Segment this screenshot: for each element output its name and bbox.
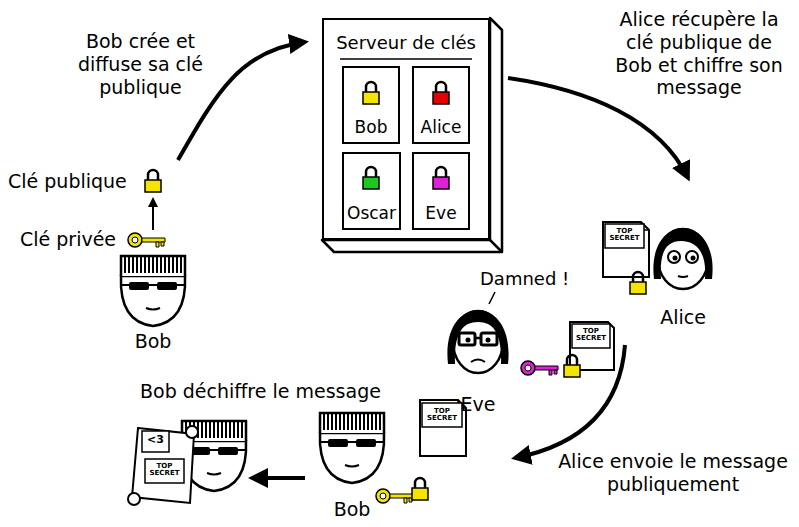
key-slot: Alice: [412, 66, 470, 144]
server-title: Serveur de clés: [324, 32, 488, 54]
key-server: Serveur de clésBob AliceOscar Eve: [322, 18, 490, 240]
person-name: Bob: [118, 330, 188, 353]
step-caption: Alice envoie le message publiquement: [553, 450, 793, 496]
key-owner-name: Eve: [425, 203, 456, 223]
person-name: Eve: [443, 393, 513, 416]
document-stamp: TOP SECRET: [423, 408, 461, 423]
document-stamp: TOP SECRET: [573, 328, 609, 343]
document-stamp: TOP SECRET: [146, 463, 183, 478]
step-caption: Bob déchiffre le message: [140, 380, 400, 403]
document-stamp: TOP SECRET: [606, 228, 643, 243]
key-slot: Eve: [412, 152, 470, 230]
key-owner-name: Oscar: [347, 203, 396, 223]
heart-note: <3: [143, 434, 168, 446]
key-slot: Oscar: [342, 152, 401, 230]
key-owner-name: Bob: [355, 117, 388, 137]
key-owner-name: Alice: [421, 117, 462, 137]
key-caption: Clé privée: [20, 228, 130, 251]
step-caption: Alice récupère la clé publique de Bob et…: [610, 8, 788, 99]
person-name: Bob: [317, 498, 387, 521]
key-caption: Clé publique: [8, 170, 143, 193]
step-caption: Bob crée et diffuse sa clé publique: [68, 30, 213, 98]
speech-text: Damned !: [480, 268, 590, 290]
person-name: Alice: [648, 306, 718, 329]
key-slot: Bob: [342, 66, 400, 144]
